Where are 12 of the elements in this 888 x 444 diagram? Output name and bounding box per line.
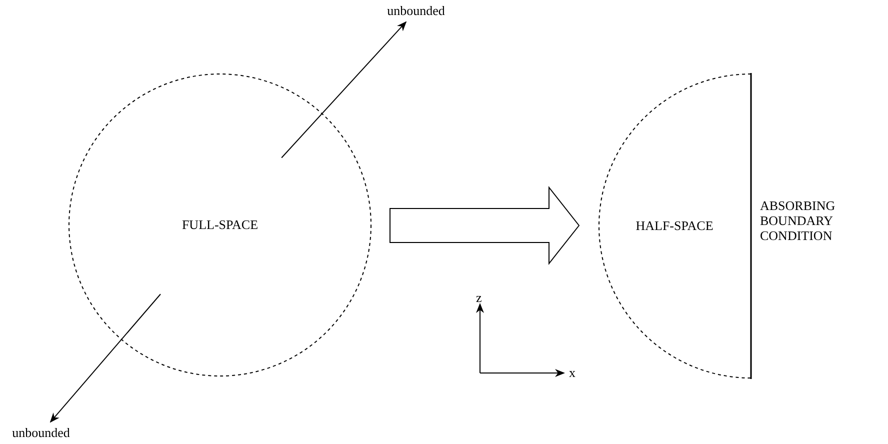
region-label: HALF-SPACE [636,218,714,233]
arrow [281,21,407,158]
callout-text: unbounded [386,3,446,18]
arrow [50,294,161,423]
region-label: FULL-SPACE [182,217,258,232]
half-circle [597,73,752,379]
dashed-circle [68,73,372,377]
callout-text: unbounded [11,425,71,440]
axis-label: z [476,290,482,305]
block-arrow [390,186,580,265]
axis-label: x [569,365,576,380]
boundary-label: ABSORBING BOUNDARY CONDITION [760,198,836,243]
